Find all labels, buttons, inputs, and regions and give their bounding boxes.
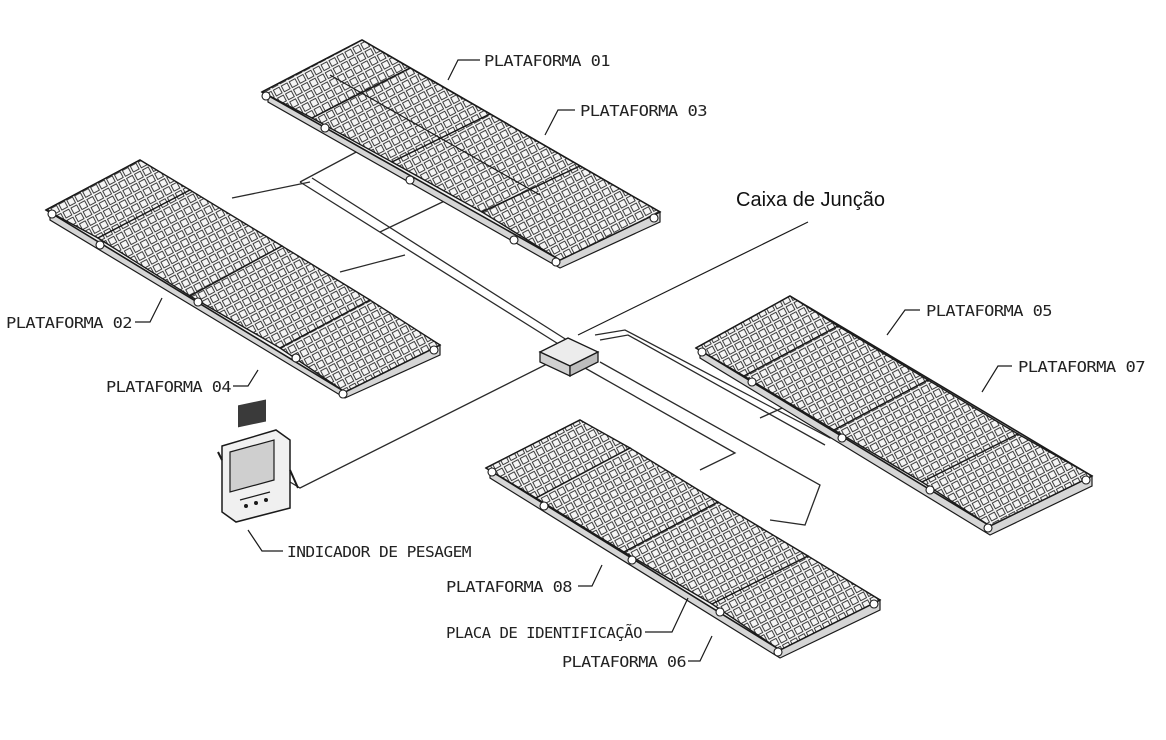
label-plataforma-08: PLATAFORMA 08 xyxy=(446,578,573,596)
label-plataforma-07: PLATAFORMA 07 xyxy=(1018,358,1145,376)
junction-box-icon xyxy=(538,337,600,378)
label-plataforma-02: PLATAFORMA 02 xyxy=(6,314,132,332)
weighing-indicator-icon xyxy=(217,399,299,523)
label-plataforma-06: PLATAFORMA 06 xyxy=(562,653,687,671)
label-caixa-de-juncao: Caixa de Junção xyxy=(736,189,885,211)
label-plataforma-03: PLATAFORMA 03 xyxy=(580,102,707,120)
label-plataforma-05: PLATAFORMA 05 xyxy=(926,302,1052,320)
platform-05-07 xyxy=(694,295,1094,536)
cables xyxy=(231,149,881,526)
label-plataforma-04: PLATAFORMA 04 xyxy=(106,378,232,396)
platform-02-04 xyxy=(44,159,442,399)
label-indicador-de-pesagem: INDICADOR DE PESAGEM xyxy=(287,543,471,561)
platform-01-03 xyxy=(260,39,662,269)
label-plataforma-01: PLATAFORMA 01 xyxy=(484,52,611,70)
label-placa-de-identificacao: PLACA DE IDENTIFICAÇÃO xyxy=(446,623,642,642)
leader-lines xyxy=(135,59,1012,662)
platform-06-08 xyxy=(484,419,882,659)
